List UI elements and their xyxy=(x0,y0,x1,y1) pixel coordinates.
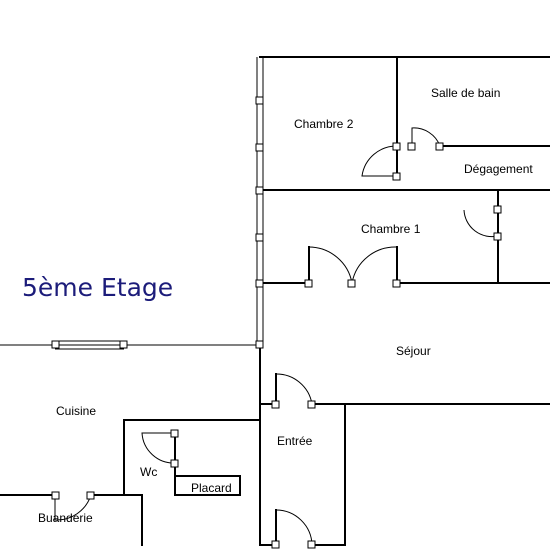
room-label-chambre-2: Chambre 2 xyxy=(294,117,354,131)
door-sejour xyxy=(275,373,313,405)
door-entree xyxy=(275,509,313,546)
room-label-wc: Wc xyxy=(140,465,157,479)
placard-box xyxy=(174,475,241,496)
west-wall-lower xyxy=(259,344,277,405)
room-label-salle-de-bain: Salle de bain xyxy=(431,86,500,100)
door-chambre2 xyxy=(361,145,398,177)
door-bathroom xyxy=(411,127,441,147)
kitchen-bottom-wall xyxy=(123,403,261,496)
floor-title: 5ème Etage xyxy=(22,273,173,302)
room-label-chambre-1: Chambre 1 xyxy=(361,222,421,236)
door-buanderie xyxy=(54,494,92,521)
room-label-degagement: Dégagement xyxy=(464,162,533,176)
room-label-buanderie: Buanderie xyxy=(38,511,93,525)
labels: 5ème Etage Salle de bain Chambre 2 Dégag… xyxy=(22,86,533,525)
buanderie-wall-right xyxy=(90,494,143,546)
door-chambre1-left xyxy=(308,246,353,284)
door-chambre1-right xyxy=(351,246,398,284)
doors xyxy=(54,127,499,546)
room-label-cuisine: Cuisine xyxy=(56,404,96,418)
room-label-entree: Entrée xyxy=(277,434,313,448)
room-label-sejour: Séjour xyxy=(396,344,431,358)
hinges xyxy=(51,96,502,549)
kitchen-window xyxy=(55,340,124,350)
door-degagement xyxy=(463,209,499,238)
facade xyxy=(256,57,264,345)
door-wc xyxy=(141,432,176,464)
room-label-placard: Placard xyxy=(191,481,232,495)
